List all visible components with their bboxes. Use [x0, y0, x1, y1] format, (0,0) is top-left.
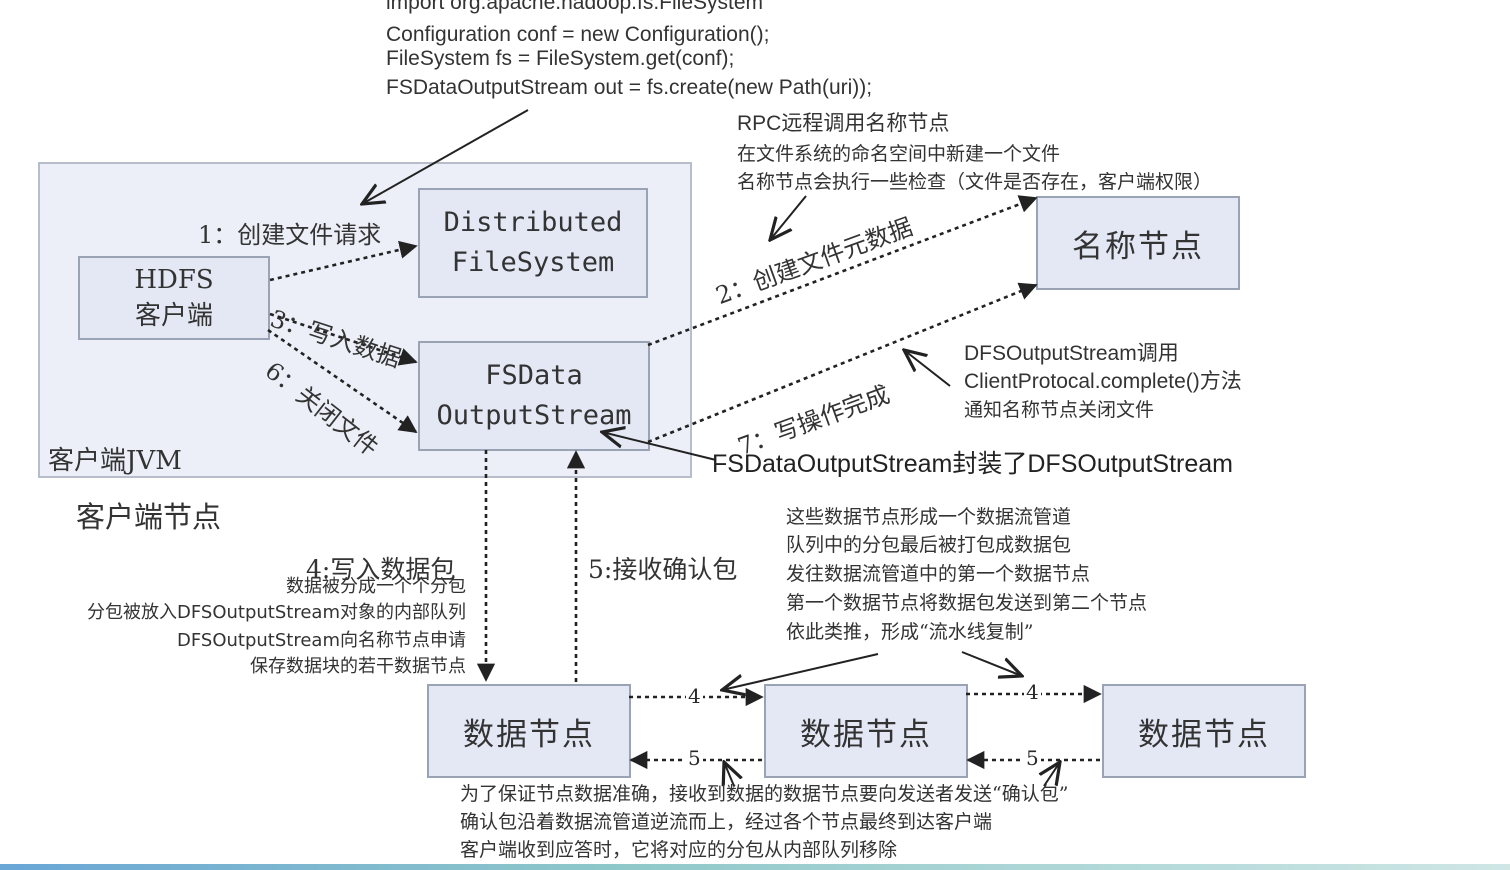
rpc-note-line-3: 名称节点会执行一些检查（文件是否存在，客户端权限）: [737, 171, 1213, 193]
data-node-1-box: 数据节点: [427, 684, 631, 778]
pipe-label-fwd-2: 4: [1024, 680, 1041, 704]
hdfs-client-line-2: 客户端: [134, 301, 213, 331]
write-note-line-3: DFSOutputStream向名称节点申请: [177, 630, 466, 651]
pointer-ack-1: [724, 762, 734, 787]
arrow-step-3: [269, 312, 418, 366]
pipeline-note-line-2: 队列中的分包最后被打包成数据包: [786, 534, 1072, 556]
step-5-label: 5:接收确认包: [588, 555, 738, 584]
pipe-label-fwd-1: 4: [686, 684, 703, 708]
pointer-pipeline-1: [722, 653, 879, 690]
pipeline-note-line-3: 发往数据流管道中的第一个数据节点: [786, 563, 1091, 585]
pipeline-note-line-1: 这些数据节点形成一个数据流管道: [786, 506, 1072, 528]
code-line-1: import org.apache.hadoop.fs.FileSystem: [386, 0, 764, 14]
fsdata-output-line-1: FSData: [485, 360, 583, 391]
code-line-4: FSDataOutputStream out = fs.create(new P…: [386, 76, 873, 99]
rpc-note-line-2: 在文件系统的命名空间中新建一个文件: [737, 143, 1061, 165]
ack-note-line-2: 确认包沿着数据流管道逆流而上，经过各个节点最终到达客户端: [460, 811, 993, 833]
pipeline-note-line-4: 第一个数据节点将数据包发送到第二个节点: [786, 592, 1148, 614]
pointer-code: [362, 109, 529, 204]
arrow-step-7: [647, 282, 1038, 444]
arrow-step-6: [267, 328, 418, 434]
pointer-pipeline-2: [961, 651, 1022, 676]
ack-note-line-3: 客户端收到应答时，它将对应的分包从内部队列移除: [460, 839, 898, 861]
pipe-label-back-2: 5: [1024, 746, 1041, 770]
pointer-complete: [904, 350, 951, 387]
pipe-label-back-1: 5: [686, 746, 703, 770]
step-4-label: 4:写入数据包: [306, 555, 456, 584]
pipeline-note-line-5: 依此类推，形成“流水线复制”: [786, 621, 1034, 643]
distributed-fs-line-2: FileSystem: [451, 247, 615, 278]
arrow-step-1: [269, 240, 418, 282]
bottom-border: [0, 864, 1510, 870]
hdfs-client-line-1: HDFS: [134, 265, 214, 295]
data-node-2-box: 数据节点: [764, 684, 968, 778]
pointer-ack-2: [1044, 762, 1060, 787]
client-jvm-label: 客户端JVM: [48, 446, 182, 476]
hdfs-client-box: HDFS 客户端: [78, 256, 270, 340]
fsdata-output-line-2: OutputStream: [436, 400, 632, 431]
arrow-step-2: [647, 195, 1038, 347]
code-line-2: Configuration conf = new Configuration()…: [386, 23, 770, 46]
write-note-line-4: 保存数据块的若干数据节点: [250, 656, 466, 677]
complete-note-line-3: 通知名称节点关闭文件: [964, 399, 1155, 421]
ack-note-line-1: 为了保证节点数据准确，接收到数据的数据节点要向发送者发送“确认包”: [460, 783, 1069, 805]
complete-note-line-2: ClientProtocal.complete()方法: [964, 370, 1242, 393]
complete-note-line-1: DFSOutputStream调用: [964, 342, 1179, 365]
distributed-filesystem-box: Distributed FileSystem: [418, 188, 648, 298]
write-note-line-2: 分包被放入DFSOutputStream对象的内部队列: [87, 602, 466, 623]
code-line-3: FileSystem fs = FileSystem.get(conf);: [386, 47, 735, 70]
distributed-fs-line-1: Distributed: [443, 207, 623, 238]
write-note-line-1: 数据被分成一个个分包: [286, 576, 466, 597]
pointer-rpc: [770, 195, 807, 240]
data-node-3-box: 数据节点: [1102, 684, 1306, 778]
rpc-note-line-1: RPC远程调用名称节点: [737, 112, 950, 135]
step-1-label: 1：创建文件请求: [198, 221, 382, 249]
wrap-note: FSDataOutputStream封装了DFSOutputStream: [712, 450, 1234, 478]
name-node-box: 名称节点: [1036, 196, 1240, 290]
pointer-wrap: [602, 432, 717, 461]
client-node-label: 客户端节点: [76, 500, 222, 534]
